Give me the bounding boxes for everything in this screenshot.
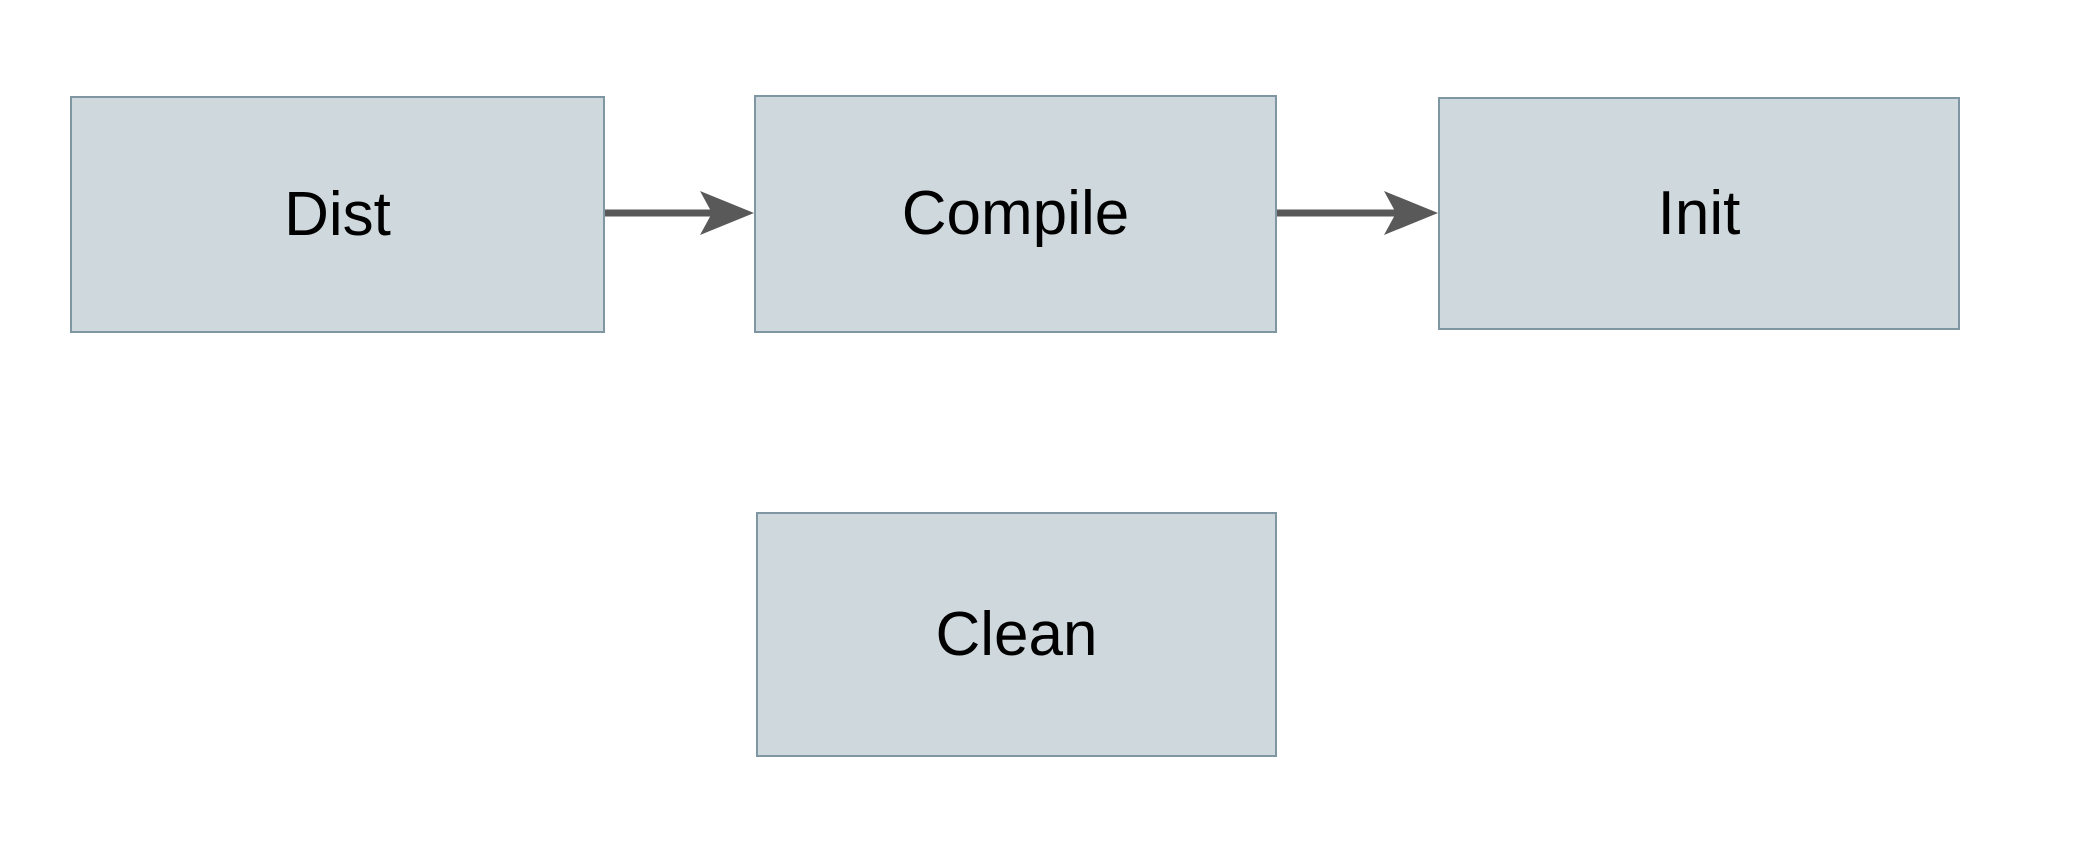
node-clean-label: Clean — [935, 599, 1098, 669]
node-compile[interactable]: Compile — [754, 95, 1277, 333]
edge-dist-to-compile — [605, 191, 754, 235]
node-dist-label: Dist — [284, 179, 391, 249]
edge-compile-to-init — [1277, 191, 1438, 235]
arrowhead-icon — [1384, 191, 1438, 235]
node-clean[interactable]: Clean — [756, 512, 1277, 757]
node-init-label: Init — [1657, 178, 1741, 248]
node-init[interactable]: Init — [1438, 97, 1960, 330]
arrowhead-icon — [700, 191, 754, 235]
node-compile-label: Compile — [901, 179, 1130, 248]
node-dist[interactable]: Dist — [70, 96, 605, 333]
